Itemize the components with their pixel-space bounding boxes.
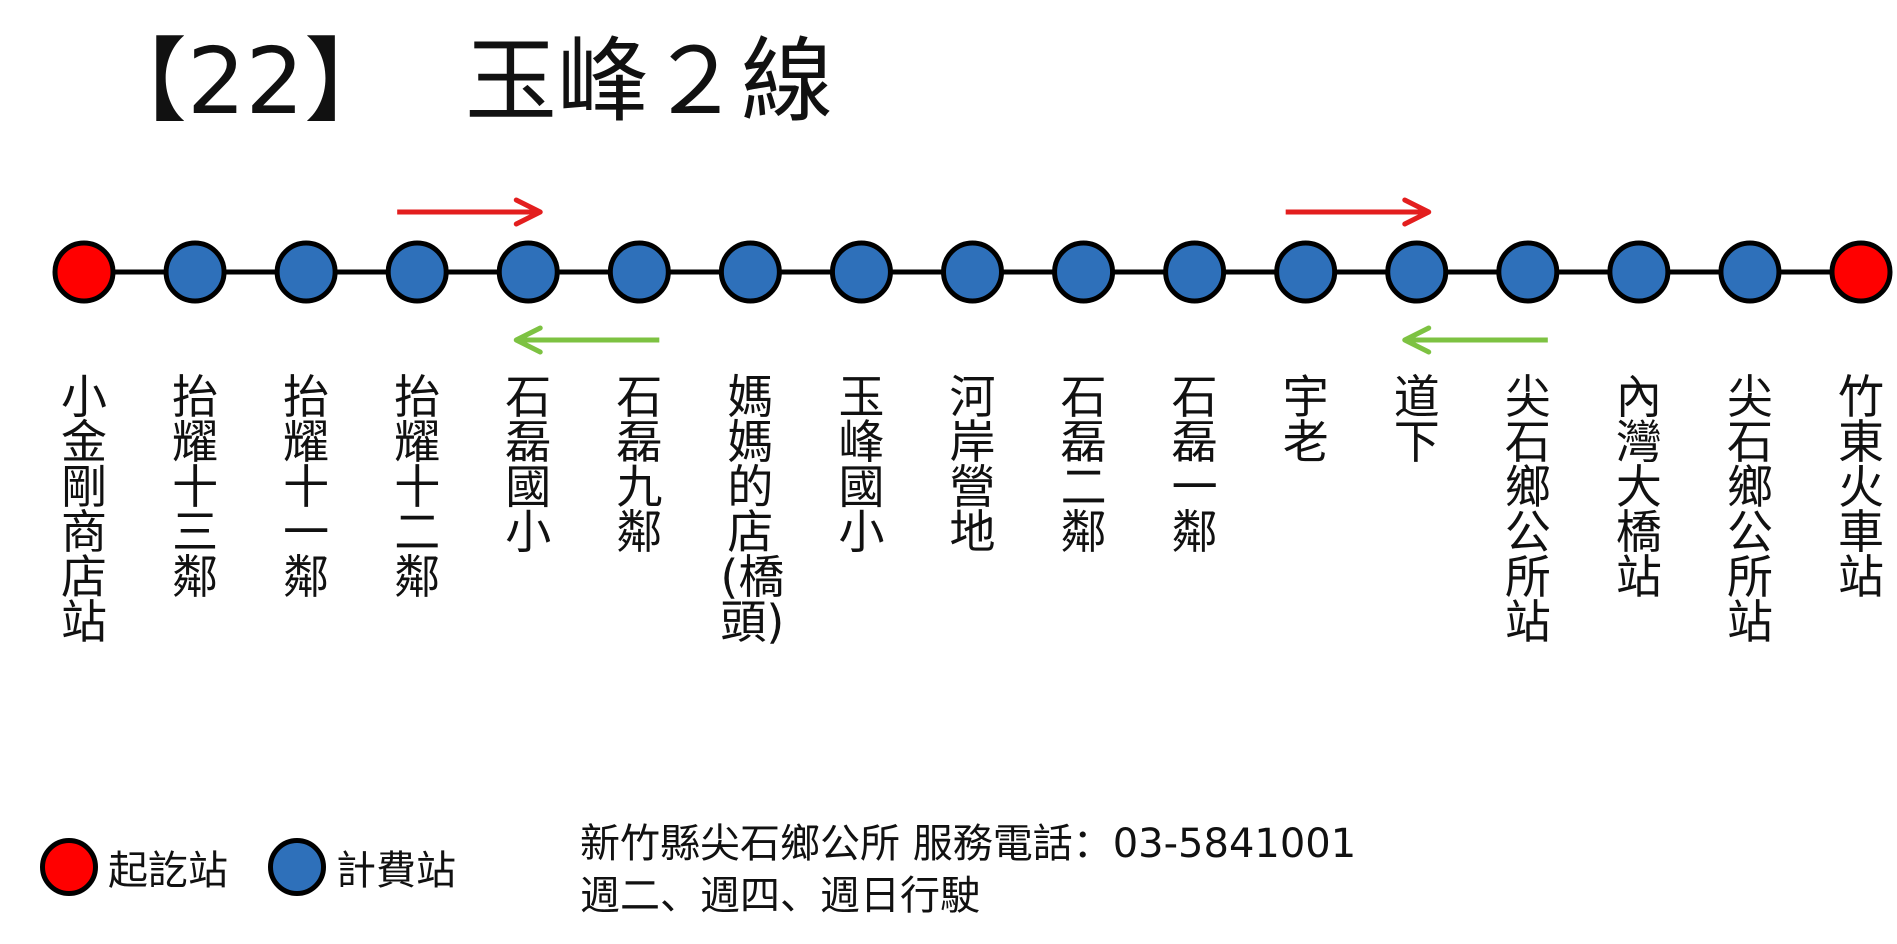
inbound-arrow-icon (1402, 325, 1548, 355)
station-label-12: 宇老 (1282, 370, 1329, 469)
station-marker-17 (1829, 240, 1893, 304)
legend: 起訖站 計費站 (40, 832, 496, 902)
inbound-arrow-icon (513, 325, 660, 355)
station-marker-13 (1385, 240, 1449, 304)
station-marker-9 (941, 240, 1004, 304)
station-label-11: 石磊一鄰 (1171, 370, 1218, 559)
outbound-arrow-icon (397, 197, 543, 227)
station-label-14: 尖石鄉公所站 (1504, 370, 1551, 649)
legend-item-fare-stop: 計費站 (268, 838, 456, 896)
station-marker-7 (718, 240, 782, 304)
station-marker-5 (496, 240, 560, 304)
fare-stop-dot-icon (268, 838, 326, 896)
station-marker-14 (1496, 240, 1560, 304)
station-label-1: 小金剛商店站 (61, 370, 107, 649)
station-marker-1 (52, 240, 116, 304)
station-label-2: 抬耀十三鄰 (172, 370, 219, 604)
station-label-9: 河岸營地 (949, 370, 996, 559)
station-markers (52, 240, 1893, 304)
station-label-15: 內灣大橋站 (1615, 370, 1662, 604)
station-label-8: 玉峰國小 (838, 370, 885, 559)
station-marker-4 (385, 240, 449, 304)
station-label-7: 媽媽的店(橋頭) (720, 370, 785, 649)
station-marker-12 (1274, 240, 1338, 304)
station-marker-6 (607, 240, 671, 304)
station-label-3: 抬耀十一鄰 (283, 370, 330, 604)
service-info: 新竹縣尖石鄉公所 服務電話：03-5841001 週二、週四、週日行駛 (580, 818, 1356, 922)
station-label-10: 石磊二鄰 (1060, 370, 1107, 559)
station-label-13: 道下 (1393, 370, 1440, 469)
station-marker-16 (1718, 240, 1782, 304)
legend-label-terminal: 起訖站 (108, 848, 228, 894)
terminal-dot-icon (40, 838, 98, 896)
station-marker-8 (829, 240, 893, 304)
station-label-6: 石磊九鄰 (616, 370, 663, 559)
route-title: 【22】 玉峰２線 (95, 22, 833, 142)
station-marker-15 (1607, 240, 1671, 304)
service-info-contact: 新竹縣尖石鄉公所 服務電話：03-5841001 (580, 821, 1357, 867)
legend-item-terminal: 起訖站 (40, 838, 228, 896)
station-label-17: 竹東火車站 (1838, 370, 1884, 604)
station-label-5: 石磊國小 (505, 370, 552, 559)
service-info-schedule: 週二、週四、週日行駛 (580, 873, 980, 919)
legend-label-fare-stop: 計費站 (336, 848, 456, 894)
station-label-4: 抬耀十二鄰 (394, 370, 441, 604)
station-marker-11 (1163, 240, 1227, 304)
direction-arrows (397, 197, 1548, 355)
station-marker-10 (1052, 240, 1116, 304)
station-label-16: 尖石鄉公所站 (1726, 370, 1773, 649)
route-name: 玉峰２線 (465, 28, 834, 135)
route-number: 【22】 (95, 28, 397, 135)
outbound-arrow-icon (1285, 197, 1432, 227)
station-marker-2 (163, 240, 227, 304)
station-marker-3 (274, 240, 338, 304)
